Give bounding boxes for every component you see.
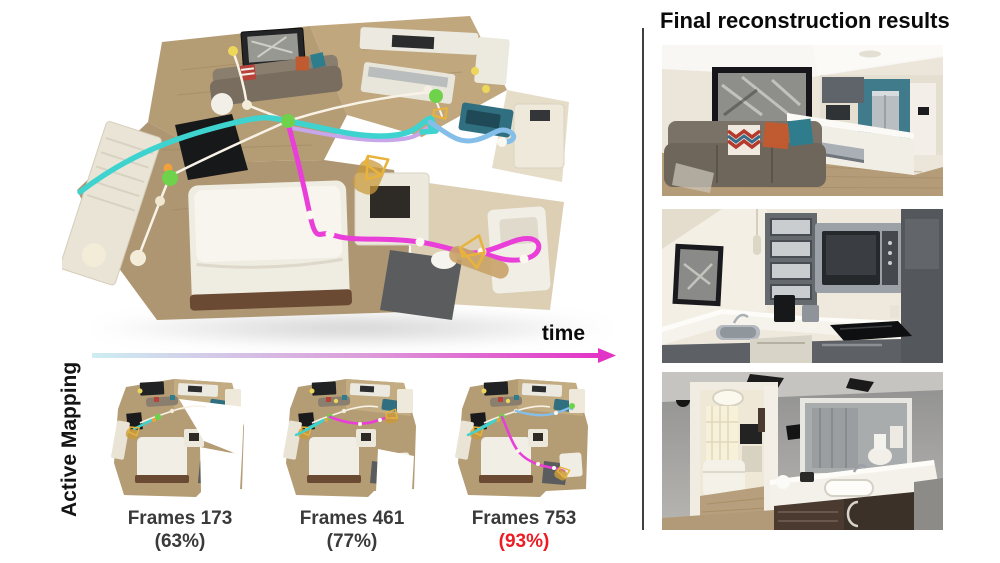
frames-label-1: Frames 173 bbox=[127, 508, 233, 529]
snapshot-caption-1: Frames 173 (63%) bbox=[104, 507, 256, 553]
upper-cabinets bbox=[765, 213, 817, 305]
teal-pillow bbox=[787, 118, 814, 147]
mirror bbox=[800, 398, 912, 478]
furniture bbox=[62, 27, 565, 320]
snapshot-map-1 bbox=[110, 379, 244, 497]
countertop bbox=[662, 309, 901, 345]
result-photo-living-room bbox=[662, 45, 943, 196]
bath-floor bbox=[662, 510, 774, 530]
wall-art bbox=[240, 27, 306, 69]
coffee-maker bbox=[774, 295, 795, 322]
apartment-overview-map bbox=[62, 16, 617, 348]
wall-outlet bbox=[890, 305, 899, 318]
snapshot-map-2 bbox=[282, 379, 416, 497]
result-photo-kitchen bbox=[662, 209, 943, 363]
results-title: Final reconstruction results bbox=[660, 8, 950, 33]
snapshot-caption-3: Frames 753 (93%) bbox=[448, 507, 600, 553]
coverage-label-2: (77%) bbox=[326, 531, 378, 552]
frames-label-3: Frames 753 bbox=[471, 508, 577, 529]
bedroom-doorway bbox=[690, 382, 778, 527]
chevron-pillow bbox=[726, 125, 762, 155]
vertical-divider bbox=[642, 28, 644, 530]
closet bbox=[513, 103, 565, 169]
time-label: time bbox=[541, 322, 585, 345]
snapshot-caption-2: Frames 461 (77%) bbox=[276, 507, 428, 553]
wall-art bbox=[712, 67, 812, 129]
lower-cabinets bbox=[662, 335, 901, 363]
microwave bbox=[815, 223, 903, 293]
wall-sconce bbox=[676, 400, 690, 407]
sofa bbox=[209, 52, 343, 106]
map-shadow bbox=[87, 308, 617, 348]
active-mapping-label: Active Mapping bbox=[58, 361, 81, 517]
orange-pillow bbox=[762, 121, 791, 150]
vanity-sconce bbox=[786, 424, 804, 440]
wall-art bbox=[672, 243, 724, 307]
time-arrow-head bbox=[598, 348, 616, 363]
coverage-label-3: (93%) bbox=[498, 531, 550, 552]
result-photo-bathroom bbox=[662, 372, 943, 530]
bed bbox=[188, 180, 353, 311]
snapshot-map-3 bbox=[454, 379, 588, 497]
coverage-label-1: (63%) bbox=[154, 531, 206, 552]
camera-frustum-icon bbox=[352, 107, 509, 279]
trajectories bbox=[77, 46, 542, 279]
time-arrow-shaft bbox=[92, 353, 598, 358]
kitchen-counter bbox=[359, 27, 514, 138]
vanity-cabinet bbox=[774, 492, 914, 530]
time-arrow bbox=[92, 348, 616, 363]
small-appliance bbox=[802, 305, 819, 322]
wardrobe bbox=[62, 121, 162, 286]
sink bbox=[716, 313, 760, 340]
trajectory-blue bbox=[427, 119, 517, 145]
side-table bbox=[672, 163, 714, 193]
frames-label-2: Frames 461 bbox=[299, 508, 405, 529]
